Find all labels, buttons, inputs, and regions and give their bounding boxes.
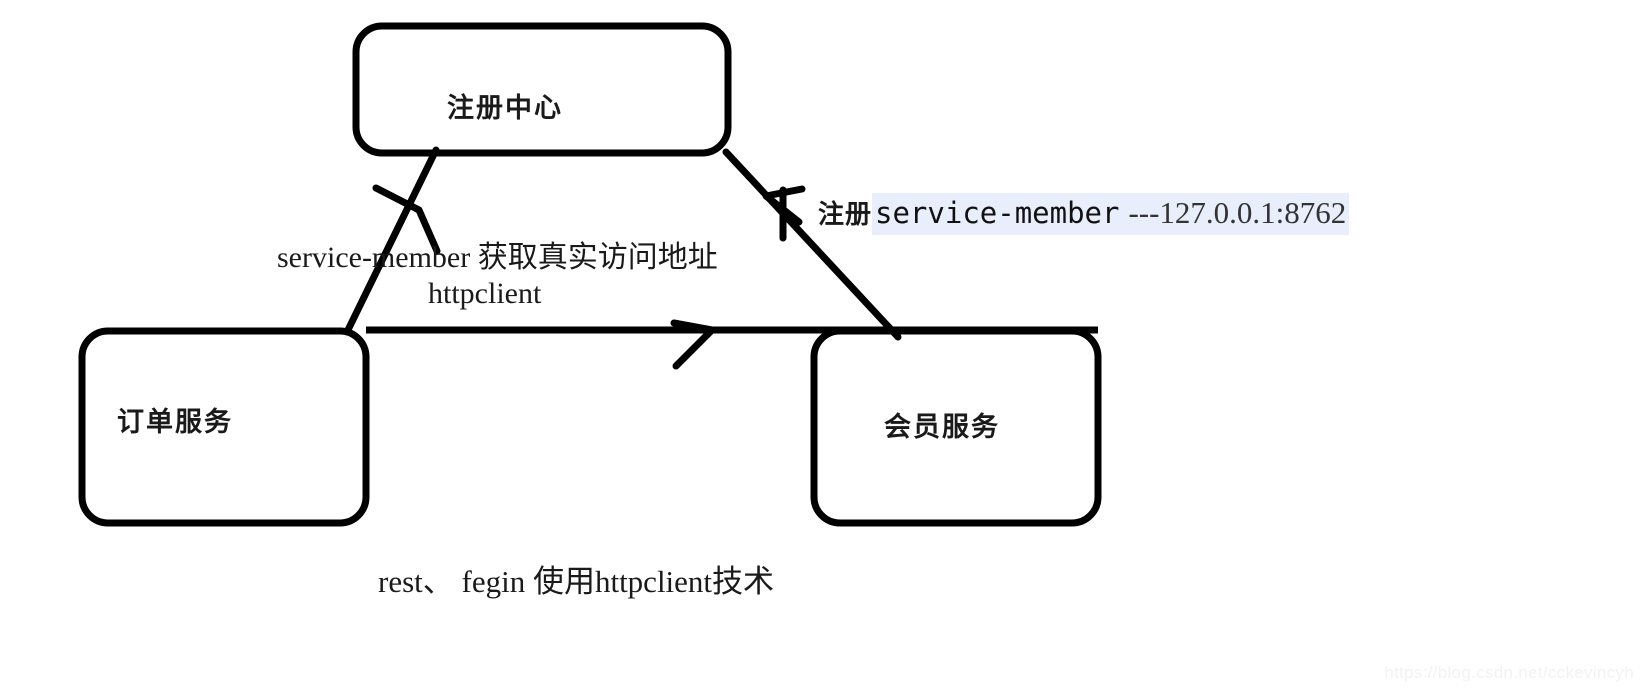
node-box-registry <box>352 22 732 157</box>
edge-label-lookup-address: service-member 获取真实访问地址 <box>277 241 718 274</box>
edge-label-register-member: 注册 service-member ---127.0.0.1:8762 <box>818 193 1350 235</box>
node-box-order-service <box>78 327 370 527</box>
watermark: https://blog.csdn.net/cckevincyh <box>1384 663 1634 682</box>
arrowhead-member-to-registry <box>762 185 806 226</box>
arrowhead-order-to-member <box>670 319 716 370</box>
register-label-text: 注册 <box>818 200 873 229</box>
diagram-caption: rest、 fegin 使用httpclient技术 <box>378 564 775 599</box>
register-service-name: service-member <box>875 196 1120 230</box>
node-label-registry-center: 注册中心 <box>447 93 563 123</box>
edge-label-httpclient: httpclient <box>428 277 542 310</box>
node-label-member-service: 会员服务 <box>884 412 1000 442</box>
arrowhead-order-to-registry <box>372 184 441 255</box>
register-highlight-group: service-member ---127.0.0.1:8762 <box>872 193 1350 235</box>
register-service-address: ---127.0.0.1:8762 <box>1128 195 1347 230</box>
edge-line-member-to-registry <box>722 148 902 341</box>
edge-line-order-to-registry <box>343 146 440 336</box>
node-label-order-service: 订单服务 <box>117 407 233 437</box>
